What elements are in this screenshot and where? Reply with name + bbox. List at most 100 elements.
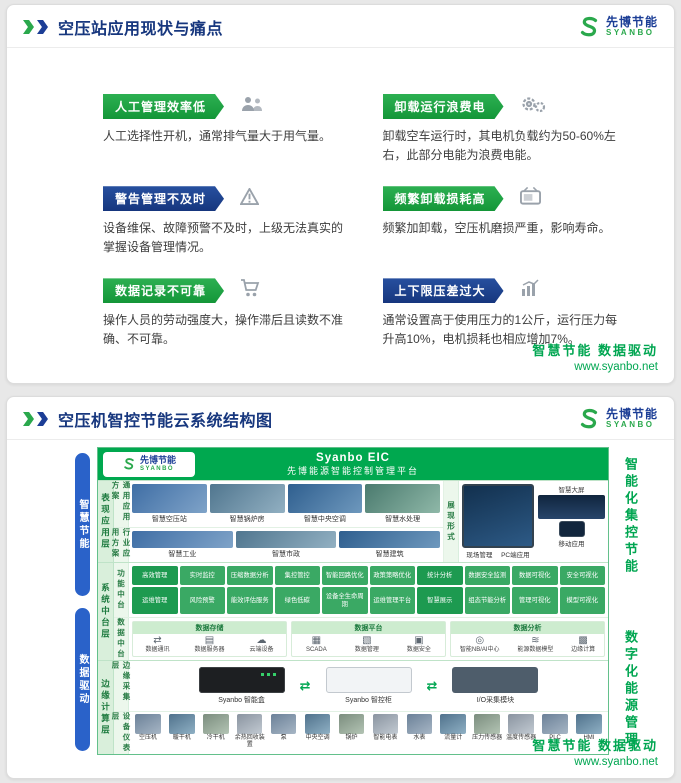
edge-computing-layer: 边缘计算层 边缘采集层 Syanbo 智能盒 ⇄ Syanbo 智控柜: [98, 660, 608, 754]
alarm-icon: [239, 186, 260, 210]
instrument-card: 空压机: [132, 714, 164, 752]
screen-mobile-cards: 智慧大屏 移动应用: [538, 484, 605, 559]
photo-thumbnail: [132, 531, 233, 548]
photo-caption: 智慧锅炉房: [229, 516, 265, 523]
instrument-card: 中央空调: [302, 714, 334, 752]
instrument-card: HMI: [573, 714, 605, 752]
data-item-icon: ☁: [256, 635, 267, 647]
instrument-caption: 流量计: [444, 735, 463, 741]
data-item-icon: ▦: [311, 635, 322, 647]
industry-solution-photos: 智慧工业 智慧市政 智慧建筑: [129, 528, 443, 562]
platform-title: Syanbo EIC 先博能源智能控制管理平台: [286, 451, 419, 476]
edge-device-card: Syanbo 智能盒: [194, 667, 290, 705]
bidirectional-arrow-icon: ⇄: [299, 678, 311, 694]
function-box: 集控管控: [274, 566, 320, 586]
instrument-thumbnail: [203, 714, 229, 734]
pain-badge: 警告管理不及时: [103, 186, 224, 211]
photo-thumbnail: [235, 531, 337, 548]
function-box: 运维管理平台: [369, 587, 415, 614]
logo-cn: 先博节能: [139, 454, 176, 465]
data-item-icon: ▣: [414, 635, 424, 647]
photo-caption: 智慧市政: [272, 551, 300, 558]
function-box: 压缩数据分析: [227, 566, 273, 586]
pain-point: 警告管理不及时 设备维保、故障预警不及时，上级无法真实的掌握设备管理情况。: [103, 186, 347, 256]
instrument-card: 锅炉: [336, 714, 368, 752]
function-box: 统计分析: [417, 566, 463, 586]
instrument-card: 余热回收装置: [234, 714, 266, 752]
motto-bar-top: 智慧节能: [75, 453, 90, 596]
pain-desc: 设备维保、故障预警不及时，上级无法真实的掌握设备管理情况。: [103, 221, 344, 254]
function-box: 运维管理: [132, 587, 178, 614]
slide1-title-group: 空压站应用现状与痛点: [23, 15, 223, 39]
instrument-thumbnail: [576, 714, 602, 734]
instrument-caption: 锅炉: [345, 735, 358, 741]
edge-device-card: Syanbo 智控柜: [321, 667, 417, 705]
pain-point: 频繁卸载损耗高 频繁加卸载，空压机磨损严重，影响寿命。: [382, 186, 627, 256]
sublayer-label: 边缘采集层: [111, 661, 131, 711]
function-box: 数据安全监测: [464, 566, 510, 586]
chevron-green-icon: [23, 412, 34, 426]
solution-photo-card: 智慧锅炉房: [209, 484, 285, 524]
photo-thumbnail: [287, 484, 363, 513]
bigscreen-thumbnail: [538, 495, 605, 519]
pain-badge: 卸载运行浪费电: [383, 94, 504, 119]
function-box: 数据可视化: [512, 566, 558, 586]
pain-point: 卸载运行浪费电 卸载空车运行时，其电机负载约为50-60%左右，此部分电能为浪费…: [382, 94, 627, 164]
function-box: 政策策略优化: [369, 566, 415, 586]
instrument-caption: HMI: [583, 735, 595, 741]
cart-icon: [240, 279, 260, 302]
solution-photo-card: 智慧空压站: [132, 484, 207, 524]
instrument-caption: 空压机: [138, 735, 157, 741]
data-group-title: 数据存储: [133, 622, 286, 634]
function-box: 设备全生命周期: [322, 587, 368, 614]
pain-point: 上下限压差过大 通常设置高于使用压力的1公斤，运行压力每升高10%，电机损耗也相…: [382, 278, 627, 348]
instrument-thumbnail: [440, 714, 467, 734]
logo-en: SYANBO: [605, 28, 655, 38]
chevron-blue-icon: [37, 412, 48, 426]
data-item-icon: ▤: [204, 635, 215, 647]
edge-device-caption: Syanbo 智控柜: [345, 697, 392, 704]
data-item-icon: ≋: [531, 635, 540, 647]
data-item-label: 智能NB/AI中心: [459, 647, 500, 654]
footer-slogan: 智慧节能 数据驱动: [532, 343, 658, 358]
instrument-card: 冷干机: [200, 714, 232, 752]
data-item: ▤ 数据服务器: [194, 636, 224, 654]
logo-cn: 先博节能: [605, 407, 658, 421]
solution-photo-card: 智慧工业: [132, 531, 233, 559]
photo-thumbnail: [209, 484, 285, 513]
edge-device-caption: I/O采集模块: [476, 697, 515, 704]
data-group-title: 数据平台: [292, 622, 445, 634]
edge-devices: Syanbo 智能盒 ⇄ Syanbo 智控柜 ⇄ I/O采集模块: [129, 661, 608, 711]
photo-caption: 智慧中央空调: [303, 516, 346, 523]
photo-caption: 智慧水处理: [385, 516, 421, 523]
function-box: 智慧展示: [417, 587, 463, 614]
function-box: 模型可视化: [559, 587, 605, 614]
function-box: 能效评估服务: [227, 587, 273, 614]
slide-architecture: 空压机智控节能云系统结构图 先博节能 SYANBO 智慧节能 数据驱动 先博节能: [6, 396, 675, 779]
solution-photo-card: 智慧水处理: [365, 484, 440, 524]
sublayer-label: 数据中台: [114, 618, 129, 660]
instrument-thumbnail: [372, 714, 399, 734]
sublayer-label: 功能中台: [114, 563, 129, 617]
theme-label-top: 智能化集控节能: [623, 457, 638, 576]
layer-label: 表现应用层: [98, 481, 114, 562]
data-item-icon: ▩: [578, 635, 588, 647]
left-motto-bars: 智慧节能 数据驱动: [75, 453, 90, 751]
pain-badge: 人工管理效率低: [103, 94, 224, 119]
slide2-header: 空压机智控节能云系统结构图 先博节能 SYANBO: [7, 397, 674, 440]
instrument-caption: 余热回收装置: [234, 735, 265, 748]
photo-thumbnail: [365, 484, 440, 513]
io-module-thumbnail: [452, 667, 539, 693]
syanbo-logo: 先博节能 SYANBO: [577, 15, 658, 39]
pain-points-grid: 人工管理效率低 人工选择性开机，通常排气量大于用气量。 卸载运行浪费电 卸载空车…: [7, 48, 674, 349]
tv-icon: [519, 187, 541, 210]
monitor-thumbnail: [462, 484, 534, 548]
logo-s-icon: [580, 408, 598, 429]
data-item-label: SCADA: [306, 647, 327, 654]
sublayer-label: 行业应用方案: [111, 528, 131, 562]
footer-url: www.syanbo.net: [574, 756, 658, 768]
phone-thumbnail: [558, 521, 585, 537]
function-box: 智能回路优化: [322, 566, 368, 586]
general-solution-photos: 智慧空压站 智慧锅炉房 智慧中央空调 智慧水处理: [129, 481, 443, 527]
function-boxes: 高效管理实时监控压缩数据分析集控管控智能回路优化政策策略优化统计分析数据安全监测…: [129, 563, 608, 617]
